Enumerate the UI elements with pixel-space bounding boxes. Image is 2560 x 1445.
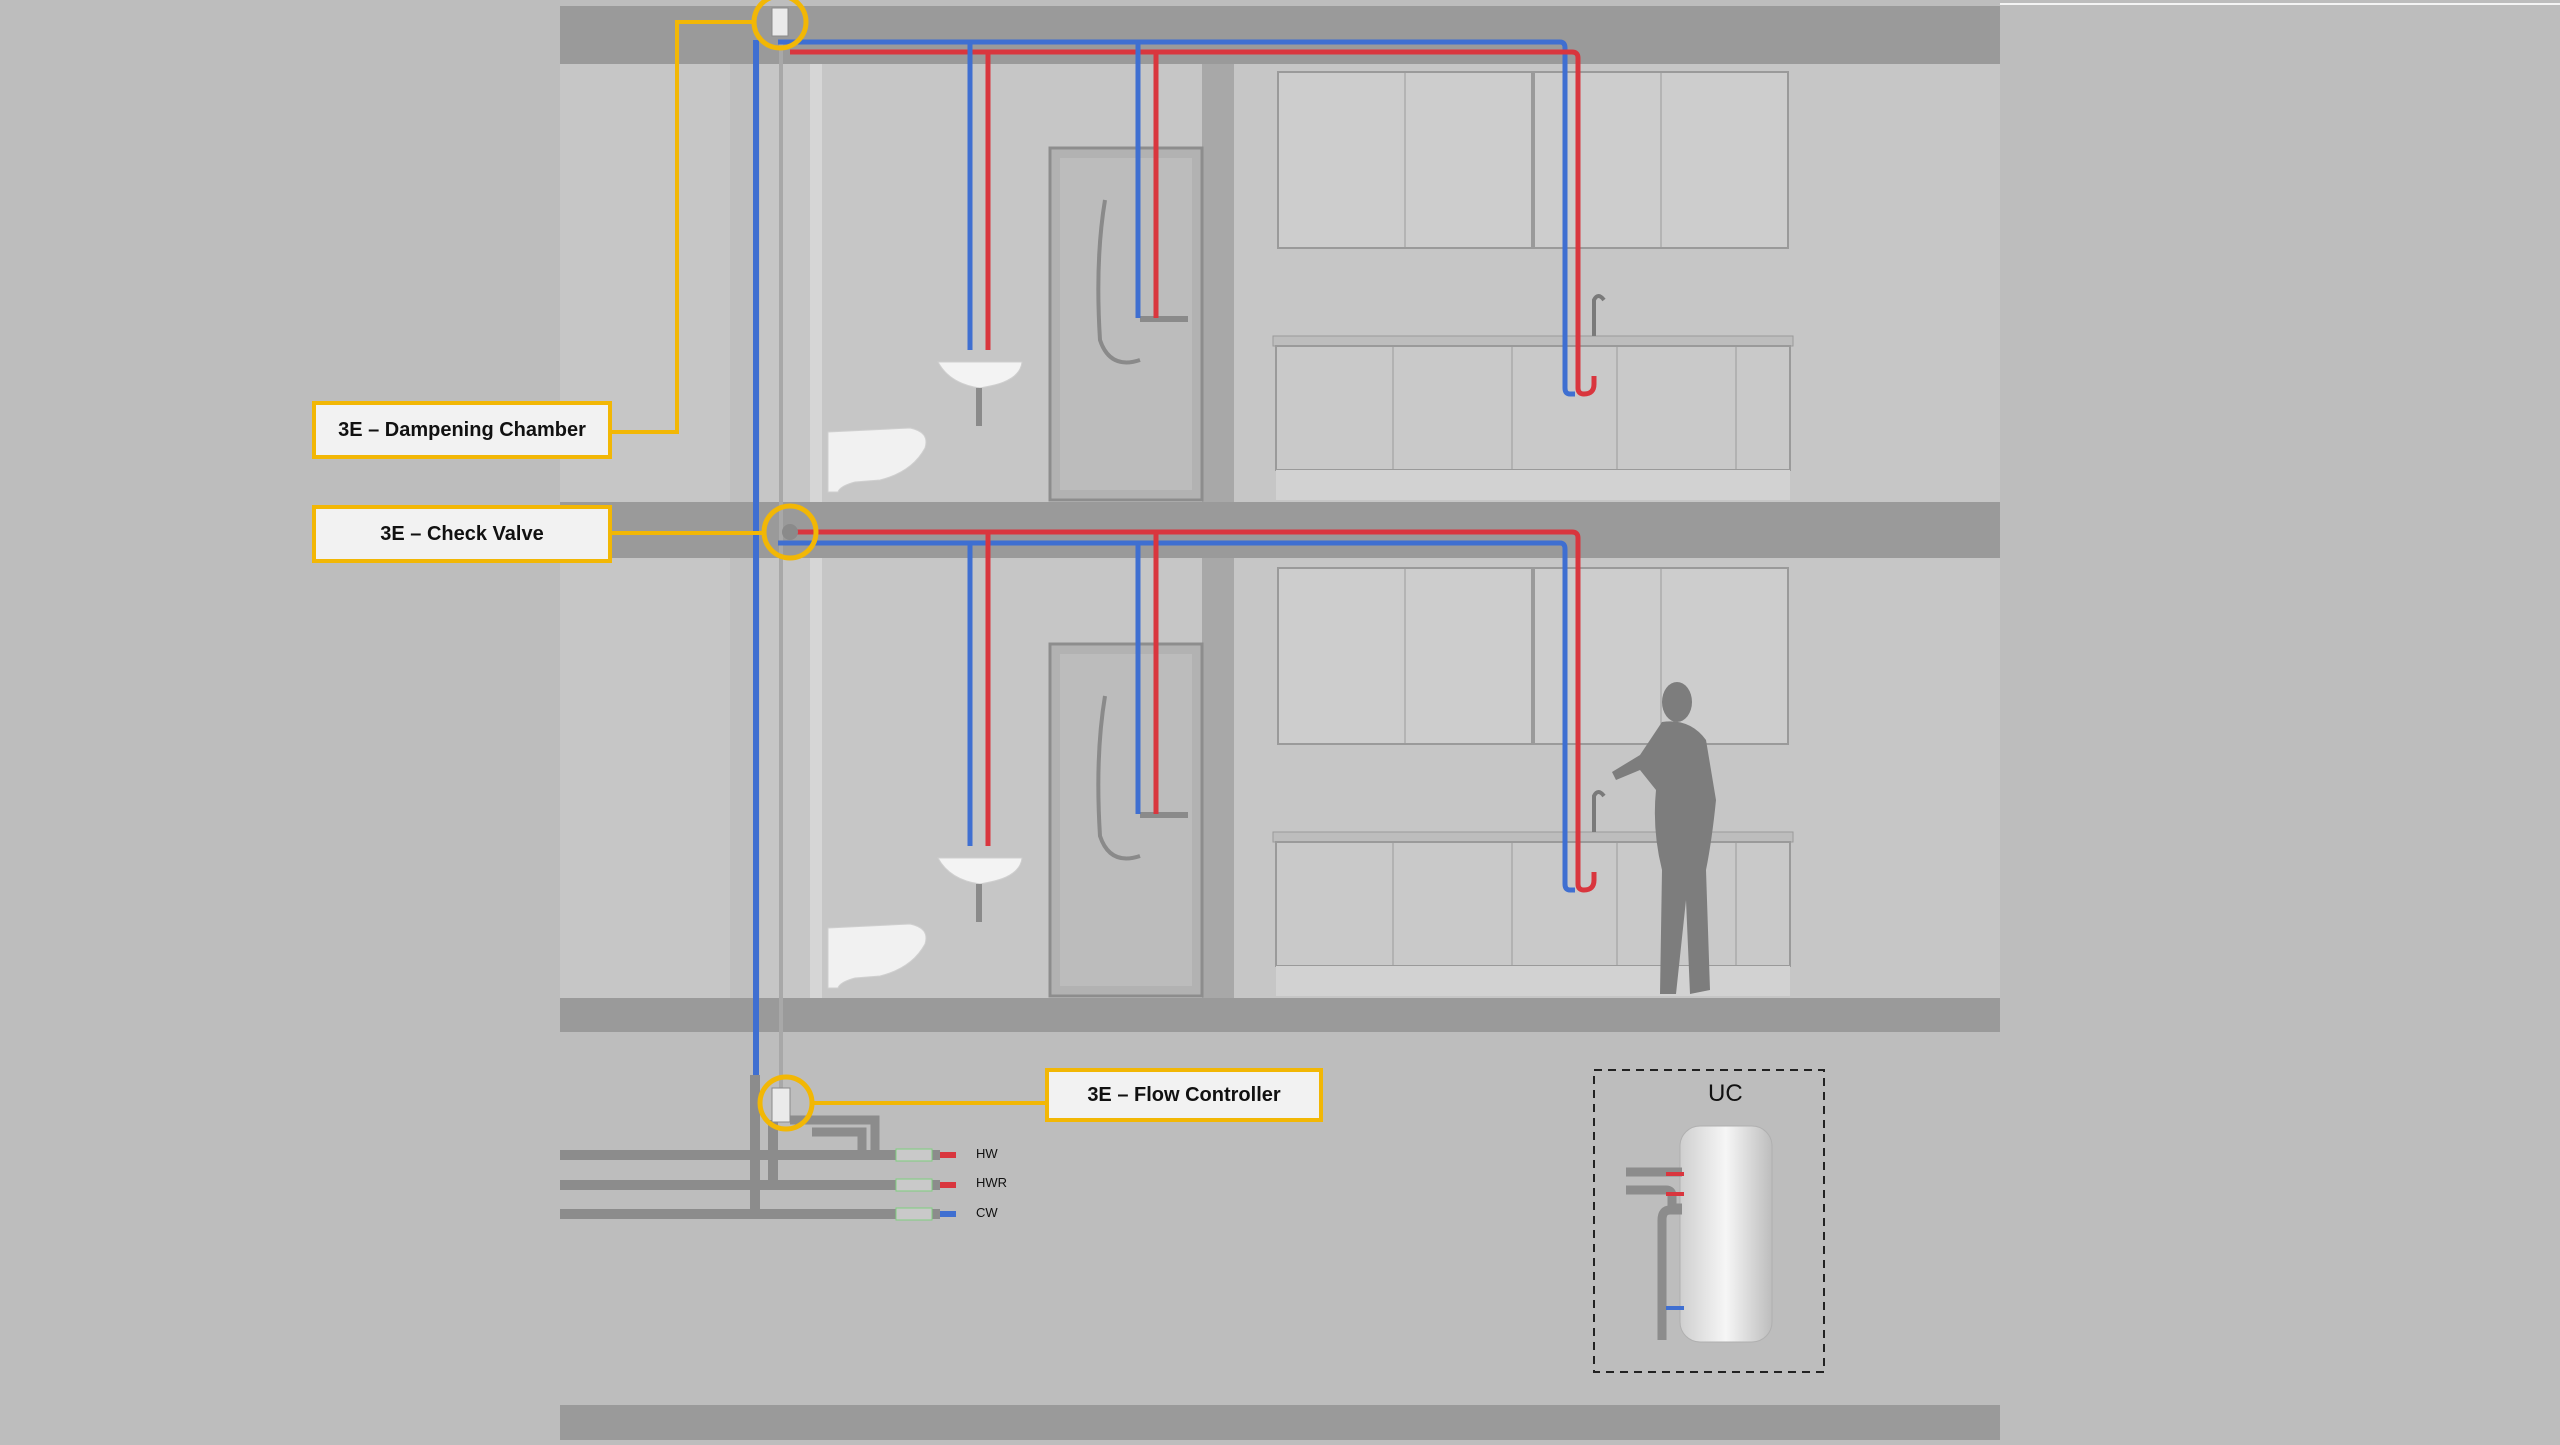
flow-controller-device [757,1074,815,1132]
basement-slab [560,1405,2000,1440]
shaft-inner-upper [810,62,822,502]
riser-pipes [753,40,783,1218]
pipe-label-hw: HW [976,1146,998,1161]
partition-wall-lower [1202,558,1234,998]
shower-lower [1048,642,1204,998]
uc-unit-box [1593,1069,1825,1373]
callout-check-valve: 3E – Check Valve [312,505,612,563]
pipe-label-hwr: HWR [976,1175,1008,1190]
uc-label: UC [1708,1080,1743,1107]
upper-distribution-pipes [778,39,1597,397]
pipe-label-cw: CW [976,1205,998,1220]
toilet-upper [827,427,927,493]
basement-mains [560,1075,956,1221]
shaft-inner-lower [810,558,822,998]
shower-upper [1048,146,1204,502]
callout-leaders [612,20,1046,1105]
lower-distribution-pipes [778,529,1597,893]
toilet-lower [827,923,927,989]
kitchen-upper [1272,71,1794,500]
callout-flow-controller: 3E – Flow Controller [1045,1068,1323,1122]
sink-upper [937,361,1023,426]
person-silhouette [1612,682,1716,994]
ground-floor-slab [560,998,2000,1032]
callout-dampening-chamber: 3E – Dampening Chamber [312,401,612,459]
partition-wall-upper [1202,62,1234,502]
sink-lower [937,857,1023,922]
